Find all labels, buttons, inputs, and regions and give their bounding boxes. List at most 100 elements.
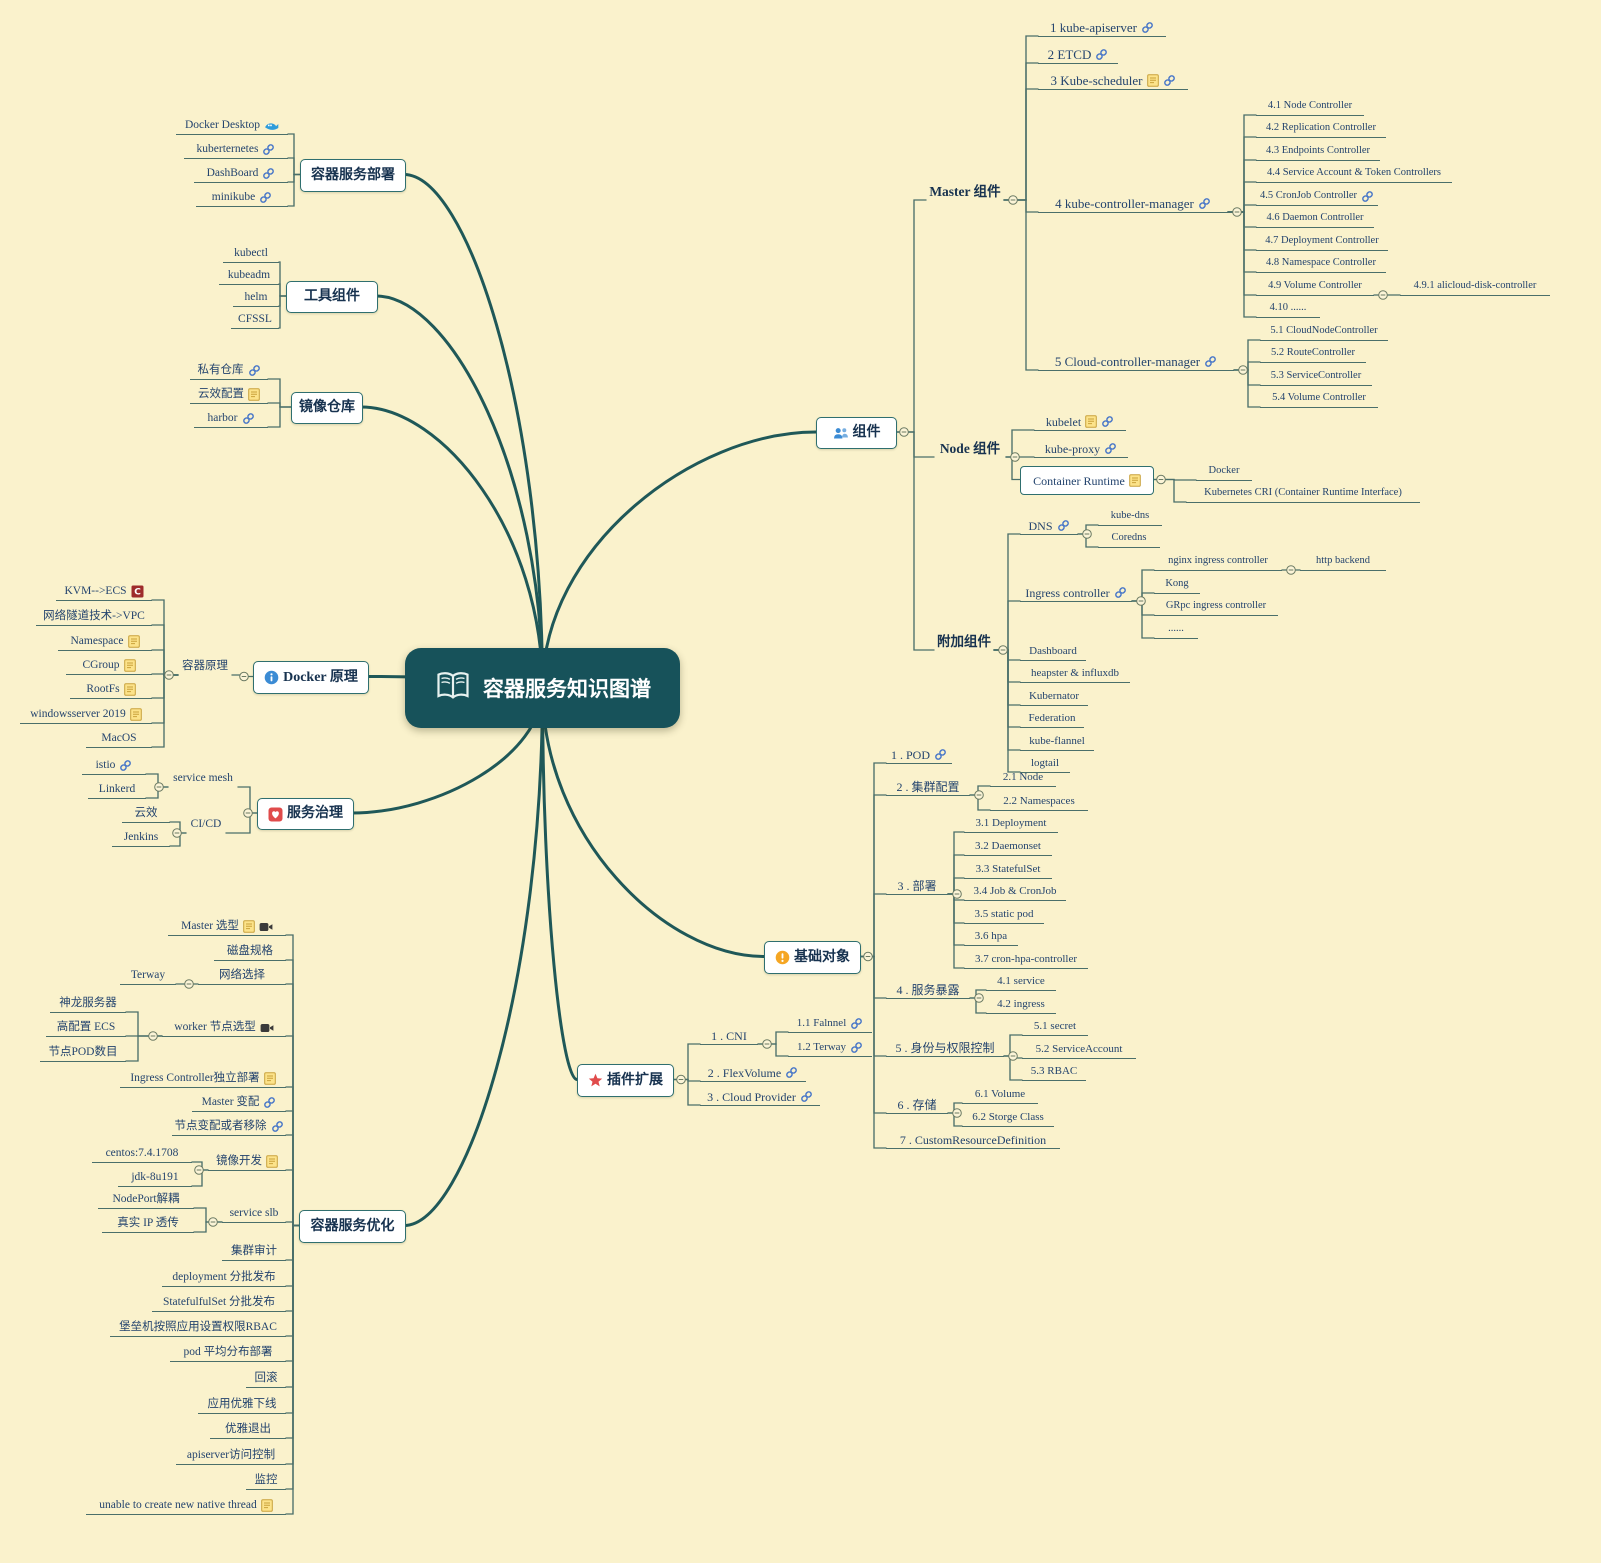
mindmap-node[interactable]: 4.9.1 alicloud-disk-controller [1400,278,1550,296]
mindmap-node[interactable]: istio [82,757,146,775]
mindmap-node[interactable]: 5.2 ServiceAccount [1022,1041,1136,1059]
mindmap-node[interactable]: Master 组件 [926,183,1004,200]
mindmap-node[interactable]: Kubernetes CRI (Container Runtime Interf… [1186,485,1420,503]
mindmap-node[interactable]: Linkerd [88,781,146,799]
mindmap-node[interactable]: Kong [1154,576,1200,594]
mindmap-node[interactable]: ...... [1154,621,1198,639]
mindmap-node[interactable]: 云效 [122,805,170,823]
mindmap-node[interactable]: 3 . Cloud Provider [700,1088,820,1106]
collapse-toggle[interactable] [243,808,253,818]
mindmap-node[interactable]: 5.3 RBAC [1022,1063,1086,1081]
mindmap-node[interactable]: 1.1 Falnnel [788,1015,872,1033]
collapse-toggle[interactable] [239,671,249,682]
mindmap-node[interactable]: 应用优雅下线 [198,1396,286,1414]
mindmap-node[interactable]: 3 . 部署 [886,877,948,895]
mindmap-node[interactable]: Docker Desktop [176,117,288,135]
mindmap-node[interactable]: 3.3 StatefulSet [964,861,1052,879]
collapse-toggle[interactable] [998,645,1008,655]
collapse-toggle[interactable] [974,790,984,800]
mindmap-node[interactable]: kube-proxy [1034,440,1128,458]
collapse-toggle[interactable] [762,1039,772,1049]
mindmap-node[interactable]: DNS [1020,517,1078,535]
mindmap-node[interactable]: 4.9 Volume Controller [1256,278,1374,296]
mindmap-node[interactable]: unable to create new native thread [86,1497,286,1515]
collapse-toggle[interactable] [899,427,909,437]
mindmap-node[interactable]: 真实 IP 透传 [102,1215,194,1233]
mindmap-node[interactable]: minikube [196,189,288,207]
mindmap-node[interactable]: 监控 [246,1472,286,1490]
collapse-toggle[interactable] [863,951,873,962]
mindmap-node[interactable]: Federation [1020,710,1084,728]
mindmap-node[interactable]: 2.2 Namespaces [990,793,1088,811]
mindmap-node[interactable]: 神龙服务器 [50,995,126,1013]
mindmap-node[interactable]: 5 Cloud-controller-manager [1038,353,1234,371]
mindmap-node[interactable]: 5 . 身份与权限控制 [886,1039,1004,1057]
mindmap-node[interactable]: 服务治理 [257,798,354,830]
mindmap-node[interactable]: 3.1 Deployment [964,815,1058,833]
mindmap-node[interactable]: 回滚 [246,1370,286,1388]
mindmap-node[interactable]: 5.1 CloudNodeController [1260,323,1388,341]
mindmap-node[interactable]: centos:7.4.1708 [92,1145,192,1163]
mindmap-node[interactable]: Namespace [58,633,152,651]
collapse-toggle[interactable] [1008,195,1018,205]
mindmap-node[interactable]: 3.4 Job & CronJob [964,883,1066,901]
mindmap-node[interactable]: 6.1 Volume [962,1086,1038,1104]
mindmap-node[interactable]: kube-flannel [1020,733,1094,751]
mindmap-node[interactable]: 4.2 Replication Controller [1256,120,1386,138]
mindmap-node[interactable]: Coredns [1098,530,1160,548]
mindmap-node[interactable]: kubelet [1034,413,1126,431]
mindmap-node[interactable]: 云效配置 [190,386,268,404]
mindmap-node[interactable]: heapster & influxdb [1020,665,1130,683]
collapse-toggle[interactable] [974,993,984,1003]
mindmap-node[interactable]: Ingress controller [1020,584,1132,602]
mindmap-node[interactable]: 网络隧道技术->VPC [36,608,152,626]
mindmap-node[interactable]: 堡垒机按照应用设置权限RBAC [110,1319,286,1337]
mindmap-node[interactable]: Terway [120,967,176,985]
mindmap-node[interactable]: 5.3 ServiceController [1260,368,1372,386]
mindmap-node[interactable]: Docker 原理 [253,661,369,694]
mindmap-node[interactable]: 3.6 hpa [964,928,1018,946]
mindmap-node[interactable]: 工具组件 [286,281,378,313]
mindmap-node[interactable]: kubeadm [219,267,279,285]
mindmap-node[interactable]: CFSSL [231,311,279,329]
mindmap-node[interactable]: Master 选型 [168,918,286,936]
mindmap-node[interactable]: 4.7 Deployment Controller [1256,233,1388,251]
mindmap-node[interactable]: 组件 [816,417,897,449]
mindmap-node[interactable]: 6.2 Storge Class [962,1109,1054,1127]
mindmap-node[interactable]: 镜像开发 [208,1153,286,1171]
mindmap-node[interactable]: CGroup [66,657,152,675]
mindmap-node[interactable]: 5.1 secret [1022,1018,1088,1036]
central-topic[interactable]: 容器服务知识图谱 [405,648,680,728]
mindmap-node[interactable]: DashBoard [194,165,288,183]
mindmap-node[interactable]: apiserver访问控制 [176,1447,286,1465]
mindmap-node[interactable]: 3.5 static pod [964,906,1044,924]
mindmap-node[interactable]: 集群审计 [222,1243,286,1261]
mindmap-node[interactable]: Docker [1196,463,1252,481]
mindmap-node[interactable]: service mesh [168,770,238,787]
mindmap-node[interactable]: 节点变配或者移除 [172,1118,286,1136]
mindmap-node[interactable]: MacOS [86,730,152,748]
mindmap-node[interactable]: 容器服务优化 [299,1210,406,1243]
mindmap-node[interactable]: 4.2 ingress [986,996,1056,1014]
mindmap-node[interactable]: Node 组件 [934,440,1006,457]
mindmap-node[interactable]: 插件扩展 [577,1064,674,1097]
collapse-toggle[interactable] [194,1165,204,1175]
mindmap-node[interactable]: 1 . POD [886,746,952,764]
mindmap-node[interactable]: 基础对象 [764,941,861,974]
mindmap-node[interactable]: pod 平均分布部署 [170,1344,286,1362]
mindmap-node[interactable]: jdk-8u191 [118,1169,192,1187]
collapse-toggle[interactable] [1156,474,1166,485]
collapse-toggle[interactable] [676,1074,686,1085]
mindmap-node[interactable]: Ingress Controller独立部署 [120,1070,286,1088]
mindmap-node[interactable]: 优雅退出 [210,1421,286,1439]
mindmap-node[interactable]: kuberternetes [184,141,288,159]
mindmap-node[interactable]: 1 kube-apiserver [1038,19,1166,37]
mindmap-node[interactable]: 3 Kube-scheduler [1038,72,1188,90]
collapse-toggle[interactable] [154,782,164,792]
mindmap-node[interactable]: 4 . 服务暴露 [886,981,970,999]
mindmap-node[interactable]: 4.1 service [986,973,1056,991]
mindmap-node[interactable]: 5.4 Volume Controller [1260,390,1378,408]
mindmap-node[interactable]: 2 . FlexVolume [700,1064,806,1082]
mindmap-node[interactable]: Dashboard [1020,643,1086,661]
